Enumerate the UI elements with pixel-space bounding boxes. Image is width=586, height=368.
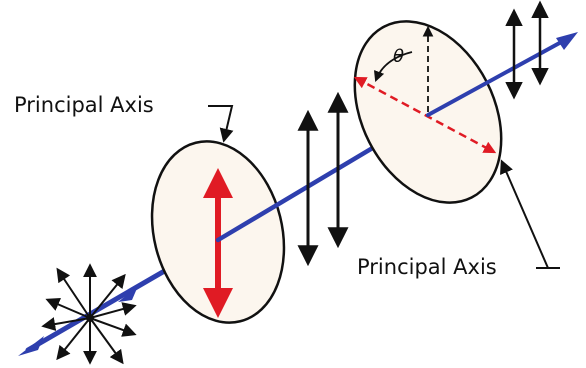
light-source-dot [86, 314, 94, 322]
right-label-leader [502, 162, 560, 268]
beam-arrowhead-icon [18, 336, 44, 356]
beam-exit-arrowhead-icon [556, 32, 578, 50]
left-label-leader [208, 106, 232, 140]
theta-label: θ [393, 46, 404, 67]
left-principal-axis-label: Principal Axis [14, 93, 154, 117]
unpolarized-light-icon [44, 266, 134, 362]
right-principal-axis-label: Principal Axis [357, 255, 497, 279]
